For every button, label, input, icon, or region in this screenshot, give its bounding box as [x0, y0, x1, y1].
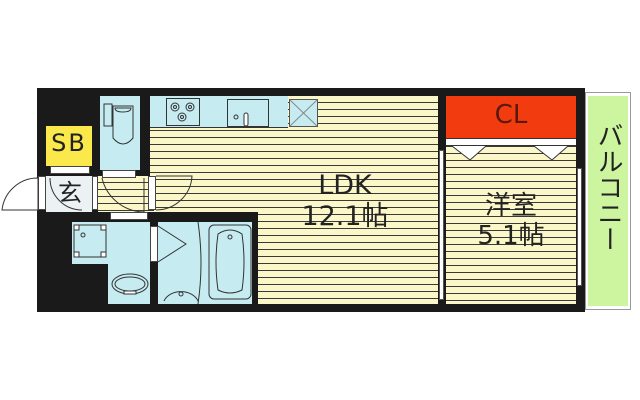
western-label: 洋室 5.1帖 [446, 191, 576, 252]
western-name: 洋室 [484, 191, 537, 221]
ldk-label: LDK 12.1帖 [270, 170, 420, 232]
room-western [446, 140, 576, 304]
bathroom-door-swing-icon [157, 225, 187, 263]
ldk-door-frame [148, 176, 156, 210]
stove-icon [166, 98, 200, 126]
washbasin-icon [111, 273, 149, 295]
entrance-label: 玄 [58, 179, 82, 207]
toilet-icon [103, 103, 134, 145]
shoe-box-label: SB [51, 129, 87, 157]
western-size: 5.1帖 [477, 220, 545, 251]
washroom-door [110, 212, 148, 220]
hall-door-swing-icon [101, 177, 145, 213]
front-door-icon [1, 177, 39, 211]
room-ldk [150, 96, 438, 304]
balcony-label: バルコニー [593, 122, 623, 252]
shoe-box-edge [50, 166, 90, 174]
bath-partition [197, 221, 202, 305]
balcony-window [577, 168, 582, 286]
refrigerator-icon [289, 99, 318, 127]
shower-icon [163, 291, 199, 302]
closet-door-icon [451, 145, 569, 161]
hallway [98, 176, 154, 212]
sliding-door [439, 150, 444, 300]
ldk-name: LDK [318, 170, 372, 201]
kitchen-sink-icon [227, 99, 269, 127]
entrance-step [92, 176, 98, 210]
washer-pan-icon [73, 224, 107, 258]
closet-door-rail [446, 138, 576, 146]
balcony-floor [588, 96, 628, 306]
bathroom-door-frame [150, 226, 158, 262]
bathtub-icon [208, 224, 252, 300]
shoe-box [46, 126, 92, 166]
entrance-door-swing-icon [49, 177, 83, 211]
closet-label: CL [494, 100, 528, 130]
closet [446, 96, 576, 138]
ldk-size: 12.1帖 [301, 201, 389, 233]
ldk-door-swing-icon [155, 175, 193, 211]
toilet-door [102, 170, 136, 178]
